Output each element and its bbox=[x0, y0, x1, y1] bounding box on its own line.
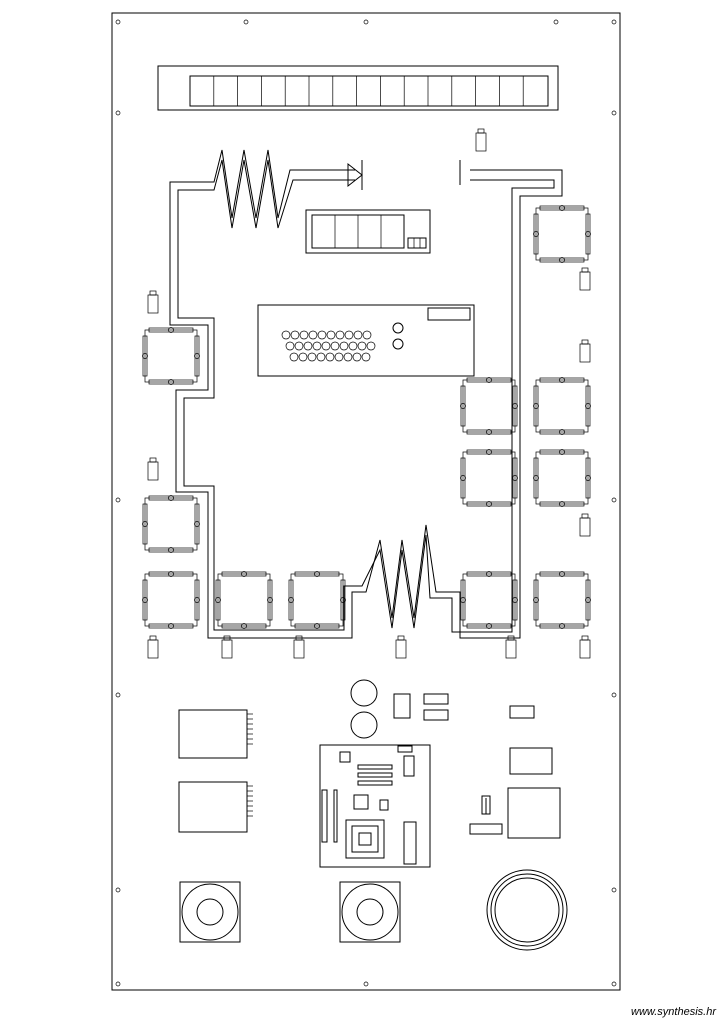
small-tag-component bbox=[475, 128, 487, 152]
mounting-hole bbox=[611, 692, 617, 698]
small-tag-component bbox=[221, 635, 233, 659]
mounting-hole bbox=[611, 887, 617, 893]
capacitors bbox=[350, 679, 378, 739]
mounting-hole bbox=[115, 497, 121, 503]
mounting-hole bbox=[115, 692, 121, 698]
mounting-hole bbox=[243, 19, 249, 25]
square-module bbox=[533, 377, 591, 435]
board-outline bbox=[111, 12, 621, 991]
square-module bbox=[460, 571, 518, 629]
relays bbox=[393, 693, 535, 721]
small-tag-component bbox=[147, 290, 159, 314]
square-module bbox=[460, 377, 518, 435]
square-module bbox=[142, 495, 200, 553]
square-module bbox=[142, 571, 200, 629]
mounting-holes bbox=[115, 19, 617, 987]
mounting-hole bbox=[115, 110, 121, 116]
square-module bbox=[533, 571, 591, 629]
small-tag-component bbox=[579, 339, 591, 363]
square-modules bbox=[142, 205, 591, 629]
mounting-hole bbox=[115, 19, 121, 25]
square-module bbox=[215, 571, 273, 629]
small-tag-component bbox=[505, 635, 517, 659]
mounting-hole bbox=[611, 981, 617, 987]
io-board bbox=[469, 747, 561, 839]
small-tag-component bbox=[147, 635, 159, 659]
mounting-hole bbox=[115, 981, 121, 987]
small-tag-component bbox=[395, 635, 407, 659]
center-display bbox=[305, 209, 431, 254]
mounting-hole bbox=[115, 887, 121, 893]
watermark: www.synthesis.hr bbox=[631, 1006, 716, 1018]
mounting-hole bbox=[611, 19, 617, 25]
fans bbox=[179, 869, 568, 951]
button-panel bbox=[257, 304, 475, 377]
power-modules bbox=[178, 709, 253, 833]
small-tag-component bbox=[147, 457, 159, 481]
square-module bbox=[288, 571, 346, 629]
button-holes bbox=[281, 330, 376, 362]
mounting-hole bbox=[363, 981, 369, 987]
small-tags bbox=[147, 128, 591, 659]
square-module bbox=[142, 327, 200, 385]
mounting-hole bbox=[611, 497, 617, 503]
mounting-hole bbox=[553, 19, 559, 25]
small-tag-component bbox=[579, 267, 591, 291]
square-module bbox=[460, 449, 518, 507]
mounting-hole bbox=[363, 19, 369, 25]
top-display-strip bbox=[157, 65, 559, 111]
mounting-hole bbox=[611, 110, 617, 116]
small-tag-component bbox=[579, 513, 591, 537]
small-tag-component bbox=[579, 635, 591, 659]
small-tag-component bbox=[293, 635, 305, 659]
trace-lines bbox=[169, 149, 563, 639]
motherboard bbox=[319, 744, 431, 868]
square-module bbox=[533, 449, 591, 507]
square-module bbox=[533, 205, 591, 263]
